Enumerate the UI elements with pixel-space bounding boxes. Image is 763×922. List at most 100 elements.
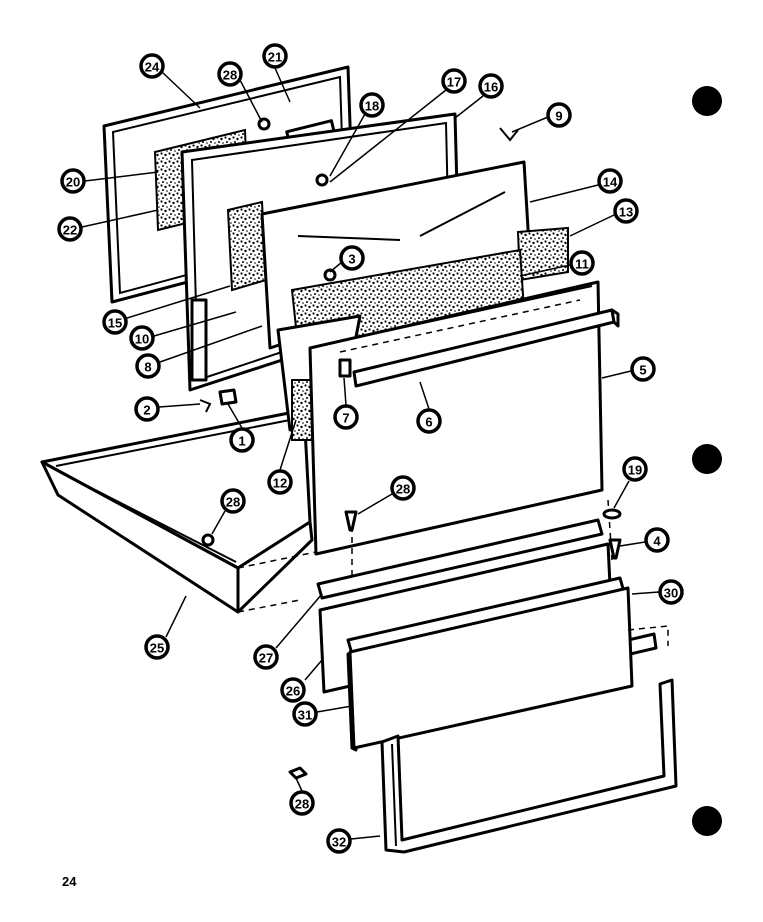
callout-5: 17 xyxy=(441,68,467,94)
callout-21: 1 xyxy=(229,427,255,453)
callout-circle xyxy=(359,92,385,118)
callout-circle xyxy=(292,701,318,727)
callout-label: 11 xyxy=(575,257,589,272)
callout-circle xyxy=(135,353,161,379)
callout-circle xyxy=(630,356,656,382)
callout-circle xyxy=(144,634,170,660)
callout-1: 24 xyxy=(139,53,165,79)
callout-circle xyxy=(217,61,243,87)
binder-hole-bottom xyxy=(692,806,722,836)
callout-30: 26 xyxy=(280,677,306,703)
binder-hole-top xyxy=(692,86,722,116)
callout-circle xyxy=(134,396,160,422)
callout-14: 15 xyxy=(102,309,128,335)
callout-13: 11 xyxy=(569,250,595,276)
callout-31: 31 xyxy=(292,701,318,727)
callout-label: 22 xyxy=(63,223,77,238)
u-frame-part xyxy=(380,678,678,854)
callout-circle xyxy=(289,790,315,816)
callout-27: 30 xyxy=(658,579,684,605)
callout-29: 27 xyxy=(253,644,279,670)
callout-label: 32 xyxy=(332,835,346,850)
screws xyxy=(199,117,622,780)
callout-label: 3 xyxy=(348,252,355,267)
callout-circle xyxy=(613,198,639,224)
callout-label: 14 xyxy=(603,175,618,190)
callout-label: 28 xyxy=(223,68,237,83)
callout-19: 6 xyxy=(416,408,442,434)
callout-label: 28 xyxy=(396,482,410,497)
callout-label: 28 xyxy=(226,495,240,510)
callout-label: 16 xyxy=(484,80,498,95)
callout-label: 18 xyxy=(365,99,379,114)
callout-17: 5 xyxy=(630,356,656,382)
callout-circle xyxy=(644,527,670,553)
callout-label: 9 xyxy=(555,109,562,124)
callout-label: 8 xyxy=(144,360,151,375)
callout-circle xyxy=(253,644,279,670)
callout-label: 10 xyxy=(135,332,149,347)
callout-circle xyxy=(597,168,623,194)
callout-label: 21 xyxy=(268,50,282,65)
callout-circle xyxy=(60,168,86,194)
callout-label: 2 xyxy=(143,403,150,418)
callout-circle xyxy=(57,216,83,242)
callout-label: 26 xyxy=(286,684,300,699)
callout-9: 14 xyxy=(597,168,623,194)
callout-label: 25 xyxy=(150,641,164,656)
callout-circle xyxy=(229,427,255,453)
callout-circle xyxy=(416,408,442,434)
callout-4: 18 xyxy=(359,92,385,118)
callout-label: 19 xyxy=(628,463,642,478)
base-pan-part xyxy=(40,408,317,614)
callout-7: 9 xyxy=(546,102,572,128)
callout-label: 30 xyxy=(664,586,678,601)
callout-12: 3 xyxy=(339,245,365,271)
callout-10: 13 xyxy=(613,198,639,224)
callout-3: 21 xyxy=(262,43,288,69)
callout-circle xyxy=(546,102,572,128)
callout-16: 8 xyxy=(135,353,161,379)
callout-8: 20 xyxy=(60,168,86,194)
callout-label: 31 xyxy=(298,708,312,723)
callout-label: 5 xyxy=(639,363,646,378)
callout-circle xyxy=(267,469,293,495)
callout-circle xyxy=(262,43,288,69)
callout-label: 20 xyxy=(66,175,80,190)
binder-hole-middle xyxy=(692,444,722,474)
callout-24: 28 xyxy=(390,475,416,501)
callout-2: 28 xyxy=(217,61,243,87)
callout-label: 28 xyxy=(295,797,309,812)
callout-label: 27 xyxy=(259,651,273,666)
callout-circle xyxy=(102,309,128,335)
callout-circle xyxy=(658,579,684,605)
callout-label: 17 xyxy=(447,75,461,90)
callout-circle xyxy=(139,53,165,79)
callout-circle xyxy=(569,250,595,276)
callout-circle xyxy=(441,68,467,94)
callout-22: 12 xyxy=(267,469,293,495)
callout-28: 25 xyxy=(144,634,170,660)
callout-label: 4 xyxy=(653,534,661,549)
leader-lines xyxy=(81,67,660,840)
callout-circle xyxy=(478,73,504,99)
callout-circle xyxy=(326,828,352,854)
callout-label: 7 xyxy=(342,411,349,426)
callout-label: 6 xyxy=(425,415,432,430)
callout-6: 16 xyxy=(478,73,504,99)
callout-11: 22 xyxy=(57,216,83,242)
callout-25: 28 xyxy=(220,488,246,514)
callout-circle xyxy=(333,404,359,430)
bracket-part xyxy=(338,358,352,378)
front-panel-part xyxy=(308,280,604,556)
callout-circle xyxy=(390,475,416,501)
callout-label: 15 xyxy=(108,316,122,331)
callout-label: 1 xyxy=(238,434,245,449)
door-handle-part xyxy=(352,308,620,388)
callout-32: 28 xyxy=(289,790,315,816)
callout-circle xyxy=(339,245,365,271)
callout-23: 19 xyxy=(622,456,648,482)
callout-33: 32 xyxy=(326,828,352,854)
